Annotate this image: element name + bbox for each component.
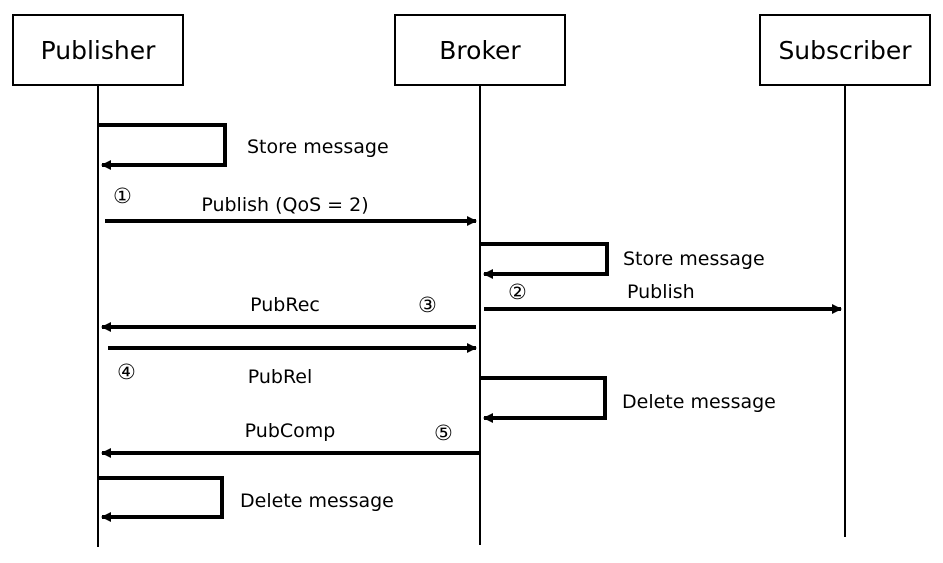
label-publish-qos2: Publish (QoS = 2) [201,194,368,216]
step-3-marker: ③ [418,293,437,317]
label-pubrel: PubRel [248,366,313,388]
self-loop-broker-store [480,242,609,279]
label-delete-message-publisher: Delete message [240,490,394,512]
step-2-marker: ② [508,280,527,304]
label-publish-subscriber: Publish [627,281,695,303]
actor-broker-label: Broker [439,36,521,65]
label-store-message-broker: Store message [623,248,765,270]
actor-publisher-label: Publisher [41,36,156,65]
self-loop-publisher-store [98,123,227,170]
actor-publisher: Publisher [12,14,184,86]
step-4-marker: ④ [117,360,136,384]
actor-broker: Broker [394,14,566,86]
step-1-marker: ① [113,184,132,208]
actor-subscriber-label: Subscriber [778,36,912,65]
label-pubrec: PubRec [250,294,320,316]
step-5-marker: ⑤ [434,421,453,445]
actor-subscriber: Subscriber [759,14,931,86]
self-loop-broker-delete [480,376,607,423]
label-store-message-publisher: Store message [247,136,389,158]
label-delete-message-broker: Delete message [622,391,776,413]
label-pubcomp: PubComp [245,420,336,442]
self-loop-publisher-delete [98,476,224,522]
